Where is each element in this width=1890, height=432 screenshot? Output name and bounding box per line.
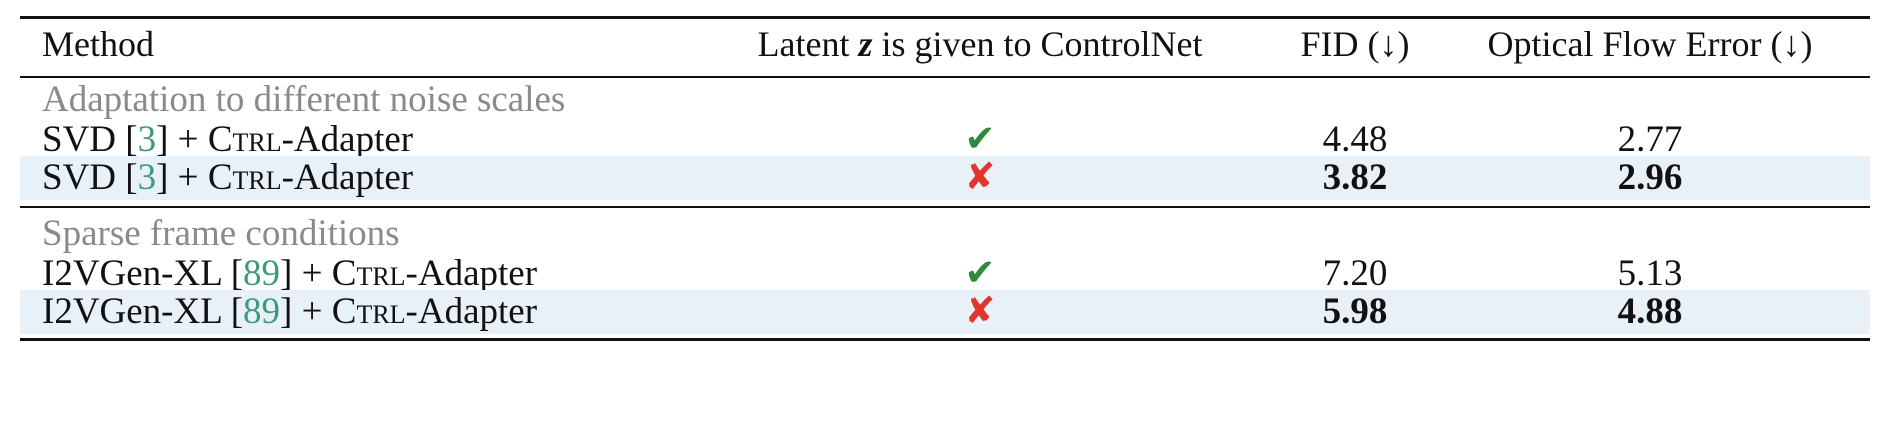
method-cell: I2VGen-XL [89] + Ctrl-Adapter <box>42 291 538 332</box>
flow-value: 2.77 <box>1617 119 1683 160</box>
adapter-smallcaps: trl <box>232 157 282 198</box>
header-row: Method Latent z is given to ControlNet F… <box>20 22 1870 66</box>
method-cell: SVD [3] + Ctrl-Adapter <box>42 119 414 160</box>
model-name: I2VGen-XL <box>42 253 222 294</box>
citation-link[interactable]: 89 <box>243 253 281 294</box>
table-row: I2VGen-XL [89] + Ctrl-Adapter ✘ 5.98 4.8… <box>20 290 1870 334</box>
cross-mark-icon: ✘ <box>964 157 996 198</box>
top-rule <box>20 16 1870 19</box>
header-method: Method <box>42 24 154 64</box>
check-mark-icon: ✔ <box>964 253 996 294</box>
citation-link[interactable]: 3 <box>137 119 157 160</box>
citation-link[interactable]: 89 <box>243 291 281 332</box>
table-row: SVD [3] + Ctrl-Adapter ✘ 3.82 2.96 <box>20 156 1870 200</box>
header-flow: Optical Flow Error (↓) <box>1487 24 1813 64</box>
model-name: SVD <box>42 157 117 198</box>
header-fid: FID (↓) <box>1300 24 1410 64</box>
group-title-row: Sparse frame conditions <box>20 212 1870 256</box>
header-latent: Latent z is given to ControlNet <box>700 22 1260 66</box>
table-row: SVD [3] + Ctrl-Adapter ✔ 4.48 2.77 <box>20 118 1870 162</box>
header-rule <box>20 76 1870 78</box>
flow-value: 2.96 <box>1617 157 1683 198</box>
flow-value: 5.13 <box>1617 253 1683 294</box>
group-title-row: Adaptation to different noise scales <box>20 78 1870 122</box>
adapter-suffix: -Adapter <box>405 291 538 332</box>
adapter-suffix: -Adapter <box>281 157 414 198</box>
adapter-initial: C <box>207 119 233 160</box>
fid-value: 4.48 <box>1322 119 1388 160</box>
method-cell: SVD [3] + Ctrl-Adapter <box>42 157 414 198</box>
flow-value: 4.88 <box>1617 291 1683 332</box>
group-separator-rule <box>20 206 1870 208</box>
adapter-smallcaps: trl <box>356 291 406 332</box>
adapter-initial: C <box>331 291 357 332</box>
fid-value: 3.82 <box>1322 157 1388 198</box>
model-name: SVD <box>42 119 117 160</box>
cross-mark-icon: ✘ <box>964 291 996 332</box>
model-name: I2VGen-XL <box>42 291 222 332</box>
adapter-initial: C <box>207 157 233 198</box>
group-title: Sparse frame conditions <box>42 213 400 254</box>
fid-value: 7.20 <box>1322 253 1388 294</box>
table-row: I2VGen-XL [89] + Ctrl-Adapter ✔ 7.20 5.1… <box>20 252 1870 296</box>
header-latent-suffix: is given to ControlNet <box>872 24 1203 64</box>
adapter-suffix: -Adapter <box>281 119 414 160</box>
fid-value: 5.98 <box>1322 291 1388 332</box>
check-mark-icon: ✔ <box>964 119 996 160</box>
adapter-initial: C <box>331 253 357 294</box>
adapter-suffix: -Adapter <box>405 253 538 294</box>
adapter-smallcaps: trl <box>356 253 406 294</box>
bottom-rule <box>20 338 1870 341</box>
group-title: Adaptation to different noise scales <box>42 79 566 120</box>
adapter-smallcaps: trl <box>232 119 282 160</box>
header-latent-variable: z <box>858 24 873 64</box>
header-latent-prefix: Latent <box>757 24 859 64</box>
method-cell: I2VGen-XL [89] + Ctrl-Adapter <box>42 253 538 294</box>
citation-link[interactable]: 3 <box>137 157 157 198</box>
